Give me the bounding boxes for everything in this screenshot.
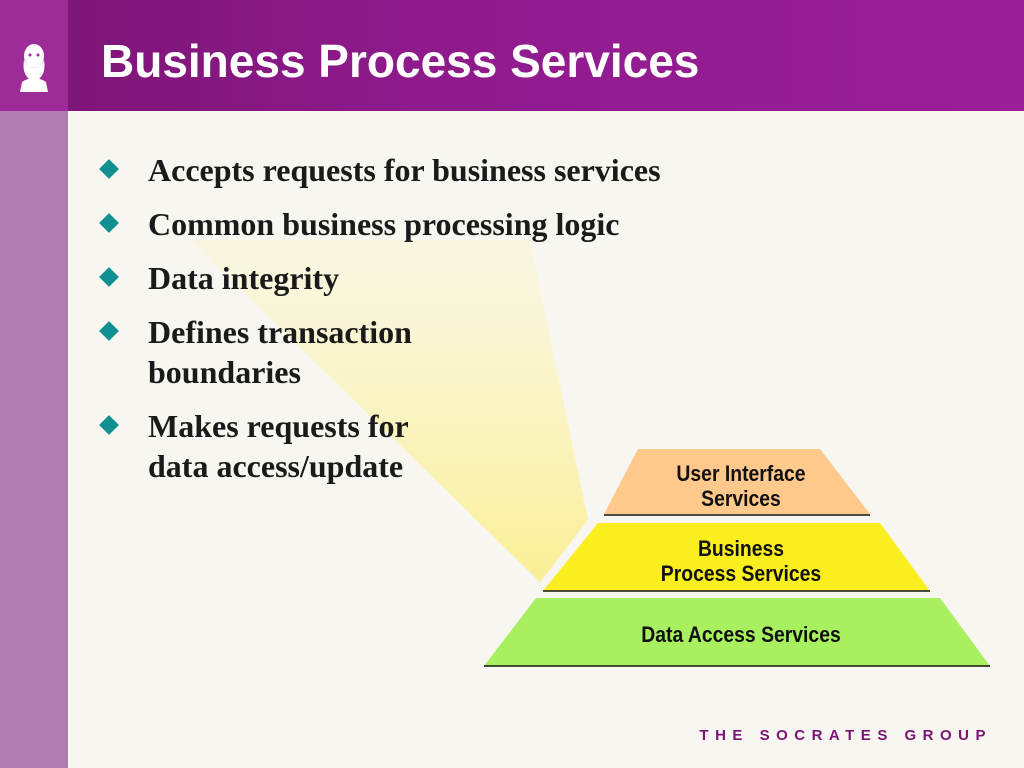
bullet-text: Accepts requests for business services	[148, 152, 661, 188]
bullet-text: Common business processing logic	[148, 206, 620, 242]
logo	[0, 0, 68, 111]
bullet-text: Makes requests for data access/update	[148, 408, 409, 484]
page-title: Business Process Services	[101, 35, 700, 87]
pyramid-tier-top	[604, 449, 870, 514]
socrates-bust-icon	[20, 44, 48, 92]
side-strip	[0, 111, 68, 768]
list-item: Common business processing logic	[99, 204, 661, 244]
list-item: Accepts requests for business services	[99, 150, 661, 190]
list-item: Data integrity	[99, 258, 661, 298]
pyramid-tier-bottom	[484, 598, 990, 666]
pyramid-label-middle: Business Process Services	[660, 536, 822, 586]
list-item: Defines transaction boundaries	[99, 312, 661, 392]
bullet-text: Data integrity	[148, 260, 340, 296]
pyramid-label-bottom: Data Access Services	[641, 622, 841, 647]
bullet-text: Defines transaction boundaries	[148, 314, 412, 390]
header-bar	[0, 0, 1024, 111]
list-item: Makes requests for data access/update	[99, 406, 661, 486]
bullet-list: Accepts requests for business services C…	[99, 150, 661, 500]
pyramid-label-top: User Interface Services	[676, 461, 806, 511]
footer-brand: THE SOCRATES GROUP	[699, 727, 992, 744]
pyramid-tier-middle	[543, 523, 930, 591]
